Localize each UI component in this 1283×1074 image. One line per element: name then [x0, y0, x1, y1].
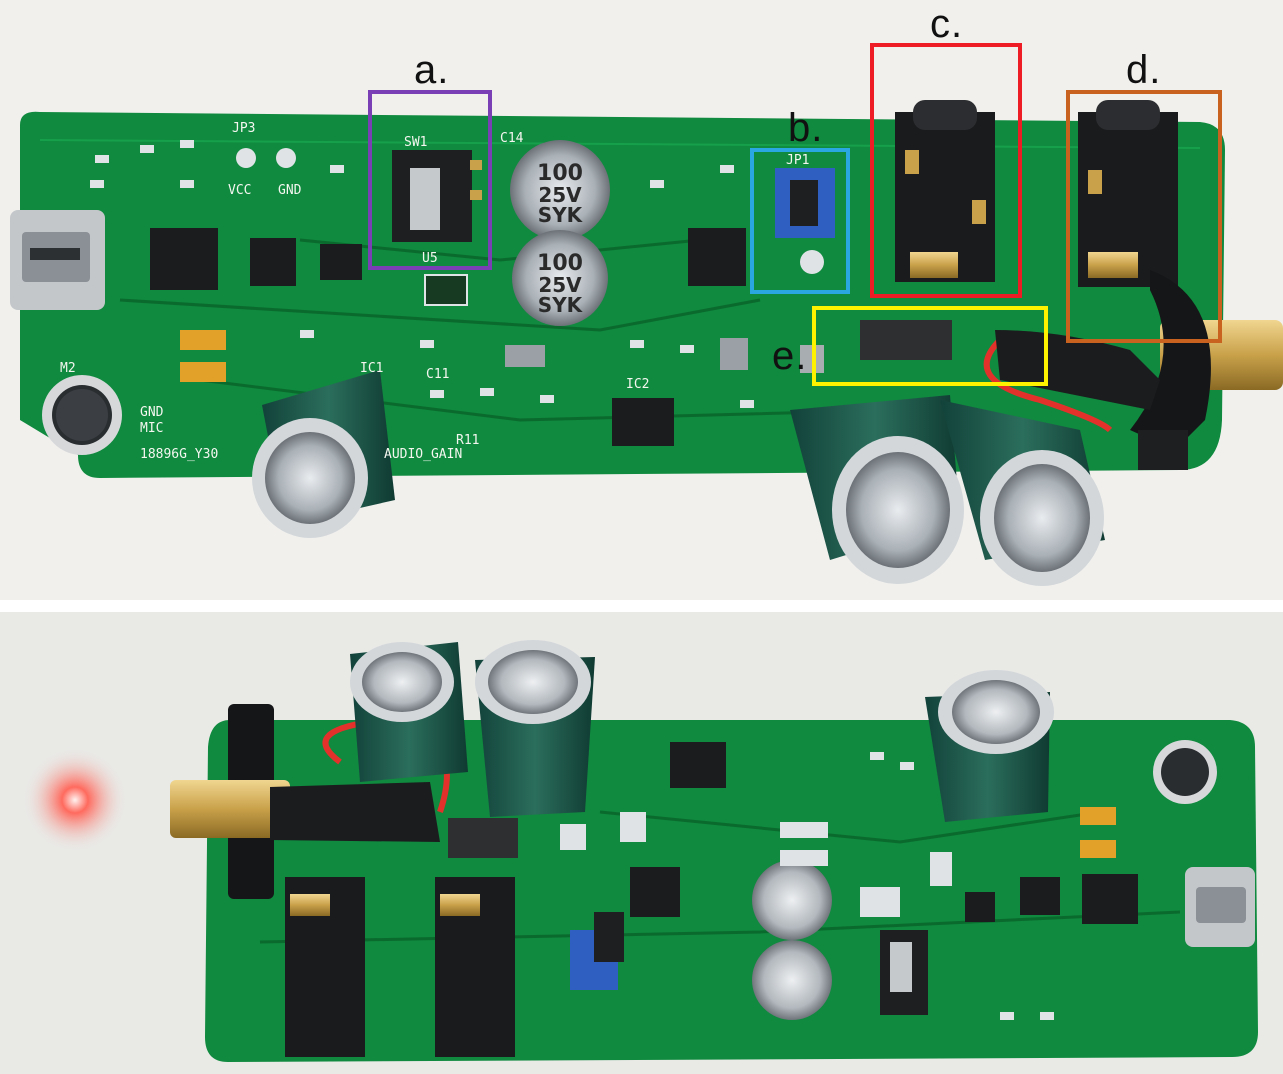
silk-board-id: 18896G_Y30: [140, 447, 218, 462]
silk-vcc: VCC: [228, 183, 251, 198]
silk-gnd-mic: GND: [140, 405, 164, 420]
callout-label-c: c.: [930, 2, 964, 46]
bottom-board-photo: [0, 612, 1283, 1074]
electrolytic-capacitor-mid: [790, 395, 964, 584]
svg-text:25V: 25V: [538, 183, 582, 207]
bottom-board-illustration: [23, 640, 1258, 1062]
smd-capacitor-upper: 100 25V SYK: [510, 140, 610, 240]
pin-header: [860, 320, 952, 360]
silk-r11: R11: [456, 433, 479, 448]
callout-box-e: [812, 306, 1048, 386]
ic-chip: [150, 228, 218, 290]
svg-text:25V: 25V: [538, 273, 582, 297]
silk-sw1: SW1: [404, 135, 427, 150]
silk-jp3: JP3: [232, 121, 255, 136]
svg-text:100: 100: [537, 161, 583, 186]
callout-box-b: [750, 148, 850, 294]
electrolytic-capacitor-left: [252, 370, 395, 538]
silk-c11: C11: [426, 367, 449, 382]
callout-label-b: b.: [788, 106, 824, 150]
silk-ic1: IC1: [360, 361, 383, 376]
callout-label-e: e.: [772, 334, 808, 378]
silk-gnd: GND: [278, 183, 302, 198]
callout-label-d: d.: [1126, 48, 1162, 92]
silk-c14: C14: [500, 131, 524, 146]
silk-mic: MIC: [140, 421, 163, 436]
svg-text:100: 100: [537, 251, 583, 276]
callout-label-a: a.: [414, 48, 450, 92]
electrolytic-capacitor-right: [940, 400, 1105, 586]
audio-jack-c: [895, 100, 995, 282]
audio-jack-d: [1078, 100, 1178, 287]
svg-text:SYK: SYK: [538, 203, 584, 227]
smd-capacitor-lower: 100 25V SYK: [512, 230, 608, 326]
top-board-photo: 100 25V SYK 100 25V SYK: [0, 0, 1283, 600]
laser-module-bottom: [170, 780, 290, 838]
silk-jp1: JP1: [786, 153, 809, 168]
silk-m2: M2: [60, 361, 76, 376]
callout-box-a: [368, 90, 492, 270]
callout-box-d: [1066, 90, 1222, 343]
callout-box-c: [870, 43, 1022, 298]
silk-u5: U5: [422, 251, 438, 266]
silk-audio-gain: AUDIO_GAIN: [384, 447, 462, 462]
silk-ic2: IC2: [626, 377, 649, 392]
laser-dot: [23, 748, 127, 852]
top-board-illustration: 100 25V SYK 100 25V SYK: [10, 100, 1283, 586]
svg-text:SYK: SYK: [538, 293, 584, 317]
